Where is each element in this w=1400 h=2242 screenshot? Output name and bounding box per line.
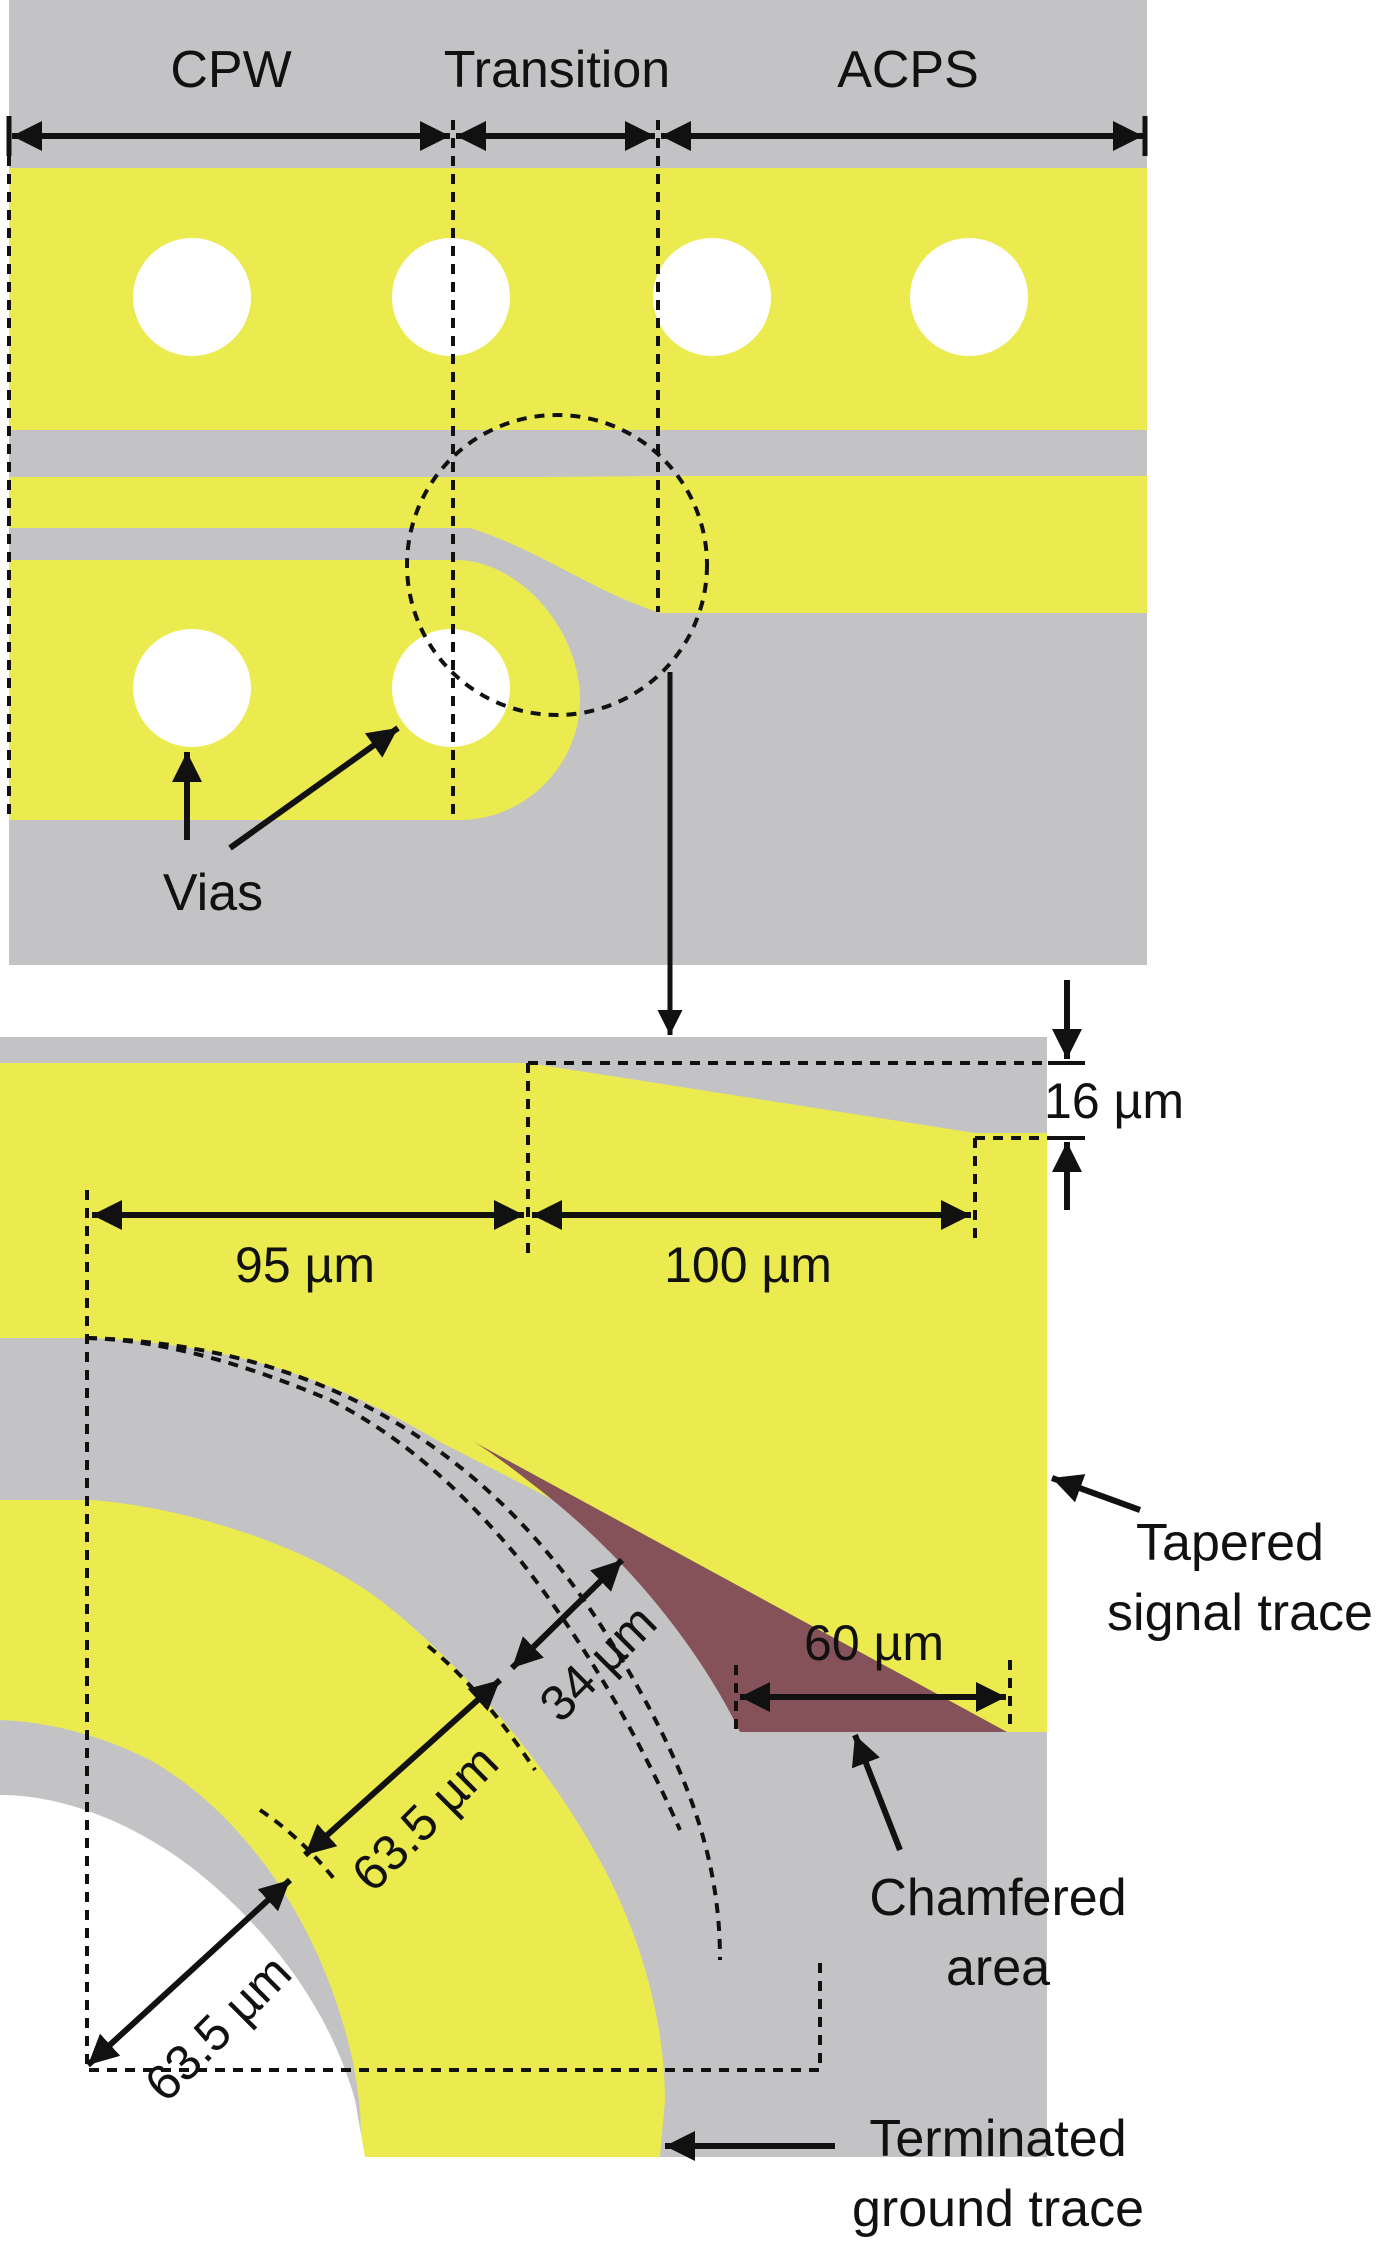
- dim-arrow-63-inner: [85, 1877, 293, 2068]
- construction-arc: [258, 1808, 337, 1882]
- top-layout-panel: CPW Transition ACPS Vias: [6, 0, 1148, 1035]
- chamfered-label-line2: area: [946, 1939, 1050, 1997]
- via-hole: [910, 238, 1028, 356]
- tapered-label-line2: signal trace: [1107, 1584, 1373, 1642]
- dim-label-16: 16 µm: [1044, 1073, 1184, 1129]
- dim-arrow-63-outer: [302, 1677, 503, 1858]
- construction-arc: [426, 1644, 537, 1772]
- via-hole: [133, 238, 251, 356]
- zoom-circle: [405, 413, 709, 717]
- via-hole: [653, 238, 771, 356]
- tapered-signal-trace: [0, 1063, 1047, 1732]
- construction-arc: [86, 1336, 682, 1831]
- ground-label-line1: Terminated: [869, 2110, 1126, 2168]
- via-hole: [133, 629, 251, 747]
- ground-label-line2: ground trace: [852, 2180, 1144, 2238]
- chamfered-label-line1: Chamfered: [869, 1869, 1126, 1927]
- signal-trace: [9, 476, 1147, 613]
- dim-arrow-34: [509, 1557, 625, 1671]
- construction-line: [85, 1190, 822, 2072]
- dim-label-95: 95 µm: [235, 1237, 375, 1293]
- chamfered-area: [474, 1442, 1007, 1732]
- construction-arc: [86, 1336, 722, 1961]
- tapered-label-line1: Tapered: [1136, 1514, 1324, 1572]
- via-hole: [392, 238, 510, 356]
- vias-label: Vias: [163, 864, 263, 922]
- chamfered-callout-arrow: [851, 1733, 903, 1852]
- vias-arrow: [228, 725, 400, 851]
- dim-label-100: 100 µm: [664, 1237, 832, 1293]
- dim-label-60: 60 µm: [804, 1615, 944, 1671]
- tapered-callout-arrow: [1050, 1474, 1142, 1513]
- section-label-transition: Transition: [444, 41, 670, 99]
- lower-ground-trace: [9, 560, 580, 820]
- section-label-acps: ACPS: [837, 41, 979, 99]
- detail-panel: 16 µm 95 µm 100 µm 60 µm 34 µm 63.5 µm 6…: [0, 980, 1373, 2238]
- section-label-cpw: CPW: [170, 41, 291, 99]
